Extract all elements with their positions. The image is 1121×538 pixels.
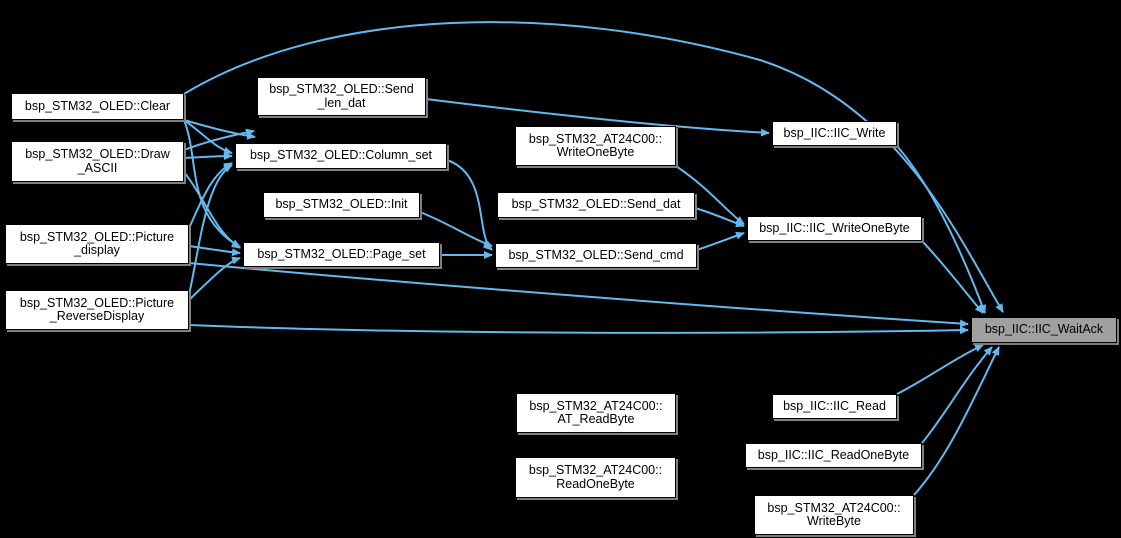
node-label-at_write1: bsp_STM32_AT24C00:: WriteOneByte: [528, 131, 663, 159]
node-label-at_read1: bsp_STM32_AT24C00:: ReadOneByte: [528, 463, 663, 491]
edge-iic_write-to-iic_waitack: [896, 145, 986, 314]
edge-at_writebyte-to-iic_waitack: [913, 346, 1000, 496]
edge-clear-to-iic_waitack: [183, 21, 1004, 313]
node-at_readbyte[interactable]: bsp_STM32_AT24C00:: AT_ReadByte: [516, 393, 676, 433]
edge-iic_write1-to-iic_waitack: [921, 240, 984, 314]
edge-draw_ascii-to-column_set: [183, 152, 233, 161]
edge-pic_reverse-to-iic_waitack: [188, 324, 969, 335]
edge-iic_read-to-iic_waitack: [896, 344, 984, 395]
node-iic_write1[interactable]: bsp_IIC::IIC_WriteOneByte: [747, 216, 922, 241]
node-iic_read[interactable]: bsp_IIC::IIC_Read: [772, 394, 897, 419]
node-pic_reverse[interactable]: bsp_STM32_OLED::Picture _ReverseDisplay: [5, 290, 189, 330]
node-label-iic_write: bsp_IIC::IIC_Write: [783, 125, 886, 140]
edge-clear-to-column_set: [183, 119, 233, 155]
node-label-iic_read1: bsp_IIC::IIC_ReadOneByte: [757, 447, 910, 462]
node-label-send_len_dat: bsp_STM32_OLED::Send _len_dat: [269, 82, 414, 110]
edge-send_len_dat-to-iic_write: [425, 98, 770, 137]
node-at_write1[interactable]: bsp_STM32_AT24C00:: WriteOneByte: [515, 126, 676, 166]
node-label-at_readbyte: bsp_STM32_AT24C00:: AT_ReadByte: [529, 398, 663, 426]
node-pic_display[interactable]: bsp_STM32_OLED::Picture _display: [5, 224, 189, 264]
node-send_len_dat[interactable]: bsp_STM32_OLED::Send _len_dat: [257, 77, 426, 116]
node-label-draw_ascii: bsp_STM32_OLED::Draw _ASCII: [25, 147, 170, 175]
node-label-column_set: bsp_STM32_OLED::Column_set: [249, 148, 433, 163]
node-label-iic_waitack: bsp_IIC::IIC_WaitAck: [984, 322, 1104, 337]
node-send_dat[interactable]: bsp_STM32_OLED::Send_dat: [497, 192, 695, 218]
edge-send_dat-to-iic_write1: [694, 207, 745, 228]
edge-init-to-send_cmd: [419, 211, 493, 248]
node-label-pic_display: bsp_STM32_OLED::Picture _display: [19, 229, 175, 257]
edge-iic_read1-to-iic_waitack: [921, 346, 993, 444]
node-label-init: bsp_STM32_OLED::Init: [275, 197, 408, 212]
node-iic_waitack[interactable]: bsp_IIC::IIC_WaitAck: [971, 317, 1117, 343]
node-iic_read1[interactable]: bsp_IIC::IIC_ReadOneByte: [745, 443, 922, 468]
node-label-send_cmd: bsp_STM32_OLED::Send_cmd: [508, 247, 684, 262]
node-label-pic_reverse: bsp_STM32_OLED::Picture _ReverseDisplay: [19, 295, 175, 323]
edge-clear-to-page_set: [183, 119, 241, 248]
edge-pic_reverse-to-column_set: [188, 164, 233, 296]
node-page_set[interactable]: bsp_STM32_OLED::Page_set: [243, 242, 440, 267]
node-at_read1[interactable]: bsp_STM32_AT24C00:: ReadOneByte: [515, 457, 676, 498]
node-iic_write[interactable]: bsp_IIC::IIC_Write: [772, 121, 897, 146]
edge-pic_display-to-page_set: [188, 245, 241, 257]
edge-pic_reverse-to-page_set: [188, 256, 241, 301]
node-clear[interactable]: bsp_STM32_OLED::Clear: [11, 93, 184, 120]
node-column_set[interactable]: bsp_STM32_OLED::Column_set: [235, 143, 447, 169]
node-draw_ascii[interactable]: bsp_STM32_OLED::Draw _ASCII: [11, 141, 184, 182]
node-label-clear: bsp_STM32_OLED::Clear: [24, 98, 171, 113]
node-label-iic_read: bsp_IIC::IIC_Read: [783, 398, 886, 413]
node-at_writebyte[interactable]: bsp_STM32_AT24C00:: WriteByte: [754, 495, 914, 535]
node-label-send_dat: bsp_STM32_OLED::Send_dat: [511, 197, 681, 212]
node-label-at_writebyte: bsp_STM32_AT24C00:: WriteByte: [767, 500, 901, 528]
edge-send_cmd-to-iic_write1: [696, 231, 745, 251]
node-label-iic_write1: bsp_IIC::IIC_WriteOneByte: [759, 220, 910, 235]
edge-draw_ascii-to-page_set: [183, 171, 241, 249]
node-label-page_set: bsp_STM32_OLED::Page_set: [257, 246, 426, 261]
node-init[interactable]: bsp_STM32_OLED::Init: [263, 192, 420, 218]
node-send_cmd[interactable]: bsp_STM32_OLED::Send_cmd: [495, 243, 697, 268]
edge-pic_display-to-iic_waitack: [188, 262, 969, 328]
edge-draw_ascii-to-send_len_dat: [183, 128, 255, 151]
